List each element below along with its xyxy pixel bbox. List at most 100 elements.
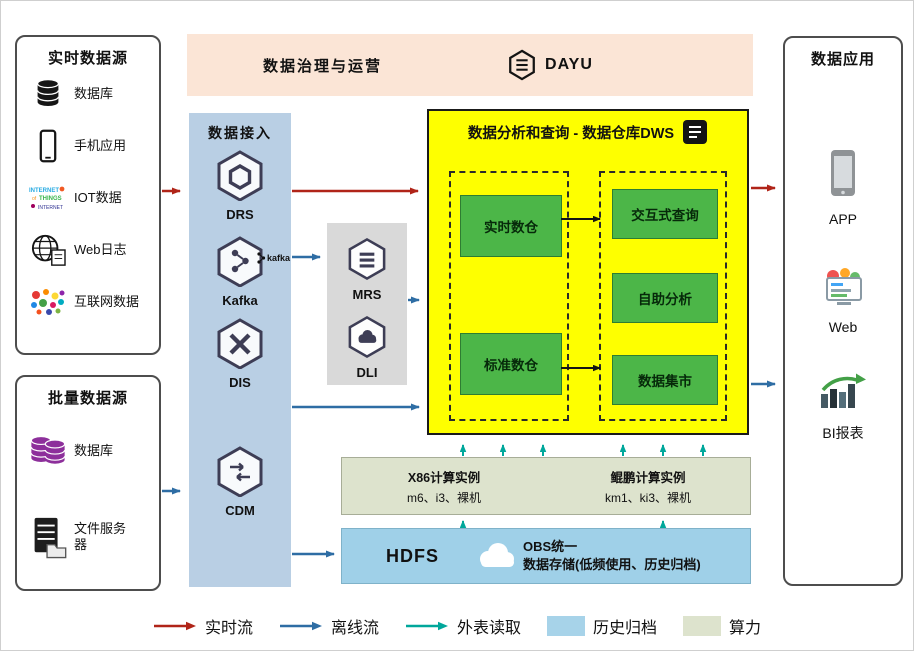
document-icon <box>683 120 708 144</box>
governance-bar: 数据治理与运营 DAYU <box>187 34 753 96</box>
source-item-mobile-app: 手机应用 <box>17 120 159 172</box>
batch-sources-title: 批量数据源 <box>47 390 128 407</box>
offline-arrow-icon <box>279 621 322 631</box>
dli-icon <box>348 315 386 359</box>
dayu-brand: DAYU <box>507 49 593 81</box>
service-label: DLI <box>356 365 378 380</box>
legend: 实时流 离线流 外表读取 历史归档 算力 <box>1 614 913 638</box>
obs-text: OBS统一 数据存储(低频使用、历史归档) <box>523 538 701 574</box>
source-item-database-batch: 数据库 <box>17 408 159 494</box>
bi-report-icon <box>821 373 866 408</box>
service-drs: DRS <box>189 149 291 222</box>
kunpeng-spec: km1、ki3、裸机 <box>604 490 691 505</box>
realtime-arrow-icon <box>153 621 196 631</box>
web-log-icon <box>25 233 71 267</box>
service-cdm: CDM <box>189 445 291 518</box>
legend-external: 外表读取 <box>405 614 521 638</box>
legend-realtime-label: 实时流 <box>204 620 253 637</box>
source-item-label: Web日志 <box>74 241 127 257</box>
interactive-query-box: 交互式查询 <box>612 189 718 239</box>
archive-swatch <box>547 616 585 636</box>
source-item-database: 数据库 <box>17 68 159 120</box>
source-item-internet-data: 互联网数据 <box>17 276 159 328</box>
realtime-sources-panel: 实时数据源 数据库 手机应用 <box>15 35 161 355</box>
service-dis: DIS <box>189 317 291 390</box>
app-item-bi-report: BI报表 <box>785 370 901 443</box>
svg-text:INTERNET: INTERNET <box>38 205 63 211</box>
analytics-group: 交互式查询 自助分析 数据集市 <box>599 171 727 421</box>
kafka-logo-icon <box>257 252 266 264</box>
x86-compute: X86计算实例 m6、i3、裸机 <box>342 458 546 514</box>
app-item-app: APP <box>785 148 901 227</box>
source-item-label: 文件服务器 <box>74 520 127 552</box>
service-label: MRS <box>352 287 382 302</box>
iot-icon: INTERNET of THINGS INTERNET <box>25 183 71 213</box>
mrs-icon <box>348 237 386 281</box>
legend-offline-label: 离线流 <box>330 620 379 637</box>
kafka-logo: kafka <box>255 251 290 265</box>
drs-icon <box>217 150 263 202</box>
legend-compute-label: 算力 <box>729 620 762 637</box>
hdfs-label: HDFS <box>386 545 439 566</box>
source-item-iot: INTERNET of THINGS INTERNET IOT数据 <box>17 172 159 224</box>
service-dli: DLI <box>327 315 407 380</box>
external-read-arrow-icon <box>405 621 448 631</box>
source-item-label: 手机应用 <box>74 137 127 153</box>
storage-bar: HDFS OBS统一 数据存储(低频使用、历史归档) <box>341 528 751 584</box>
legend-offline: 离线流 <box>279 614 379 638</box>
source-item-weblog: Web日志 <box>17 224 159 276</box>
kafka-logo-text: kafka <box>266 253 290 263</box>
middleware-box: MRS DLI <box>327 223 407 385</box>
x86-spec: m6、i3、裸机 <box>406 490 481 505</box>
kafka-icon <box>217 236 263 288</box>
svg-text:of: of <box>32 196 37 202</box>
dws-title: 数据分析和查询 - 数据仓库DWS <box>467 125 675 142</box>
cdm-icon <box>217 446 263 498</box>
dayu-label: DAYU <box>545 56 593 73</box>
app-item-label: BI报表 <box>822 425 864 441</box>
source-item-label: IOT数据 <box>74 189 122 205</box>
service-mrs: MRS <box>327 237 407 302</box>
source-item-label: 互联网数据 <box>74 293 140 309</box>
data-ingestion-title: 数据接入 <box>208 125 272 141</box>
compute-swatch <box>683 616 722 636</box>
service-label: DRS <box>226 207 254 222</box>
service-label: Kafka <box>222 293 258 308</box>
obs-line2: 数据存储(低频使用、历史归档) <box>523 557 701 572</box>
file-server-icon <box>25 515 71 559</box>
legend-realtime: 实时流 <box>153 614 253 638</box>
batch-sources-panel: 批量数据源 数据库 <box>15 375 161 591</box>
obs-cloud-icon <box>473 541 519 571</box>
obs-line1: OBS统一 <box>523 538 578 554</box>
legend-compute: 算力 <box>683 614 761 638</box>
data-applications-panel: 数据应用 APP Web <box>783 36 903 586</box>
app-item-label: Web <box>828 319 858 335</box>
dis-icon <box>217 318 263 370</box>
dayu-icon <box>509 49 535 81</box>
warehouse-group: 实时数仓 标准数仓 <box>449 171 569 421</box>
self-service-analysis-box: 自助分析 <box>612 273 718 323</box>
dws-box: 数据分析和查询 - 数据仓库DWS 实时数仓 标准数仓 交互式查询 自助分析 数… <box>427 109 749 435</box>
svg-text:THINGS: THINGS <box>39 196 62 202</box>
kunpeng-compute: 鲲鹏计算实例 km1、ki3、裸机 <box>546 458 750 514</box>
app-item-web: Web <box>785 266 901 335</box>
phone-icon <box>25 128 71 164</box>
dws-title-row: 数据分析和查询 - 数据仓库DWS <box>429 119 747 145</box>
standard-warehouse-box: 标准数仓 <box>460 333 562 395</box>
data-mart-box: 数据集市 <box>612 355 718 405</box>
legend-archive-label: 历史归档 <box>593 620 658 637</box>
data-applications-title: 数据应用 <box>810 51 875 68</box>
realtime-warehouse-box: 实时数仓 <box>460 195 562 257</box>
source-item-label: 数据库 <box>74 442 114 458</box>
source-item-label: 数据库 <box>74 85 114 101</box>
app-item-label: APP <box>828 211 857 227</box>
service-kafka: kafka Kafka <box>189 235 291 308</box>
data-ingestion-column: 数据接入 DRS <box>189 113 291 587</box>
app-phone-icon <box>831 150 855 196</box>
governance-title: 数据治理与运营 <box>263 57 383 75</box>
internet-data-icon <box>25 287 71 317</box>
compute-instances-bar: X86计算实例 m6、i3、裸机 鲲鹏计算实例 km1、ki3、裸机 <box>341 457 751 515</box>
svg-text:INTERNET: INTERNET <box>29 188 59 194</box>
kunpeng-title: 鲲鹏计算实例 <box>610 470 686 485</box>
